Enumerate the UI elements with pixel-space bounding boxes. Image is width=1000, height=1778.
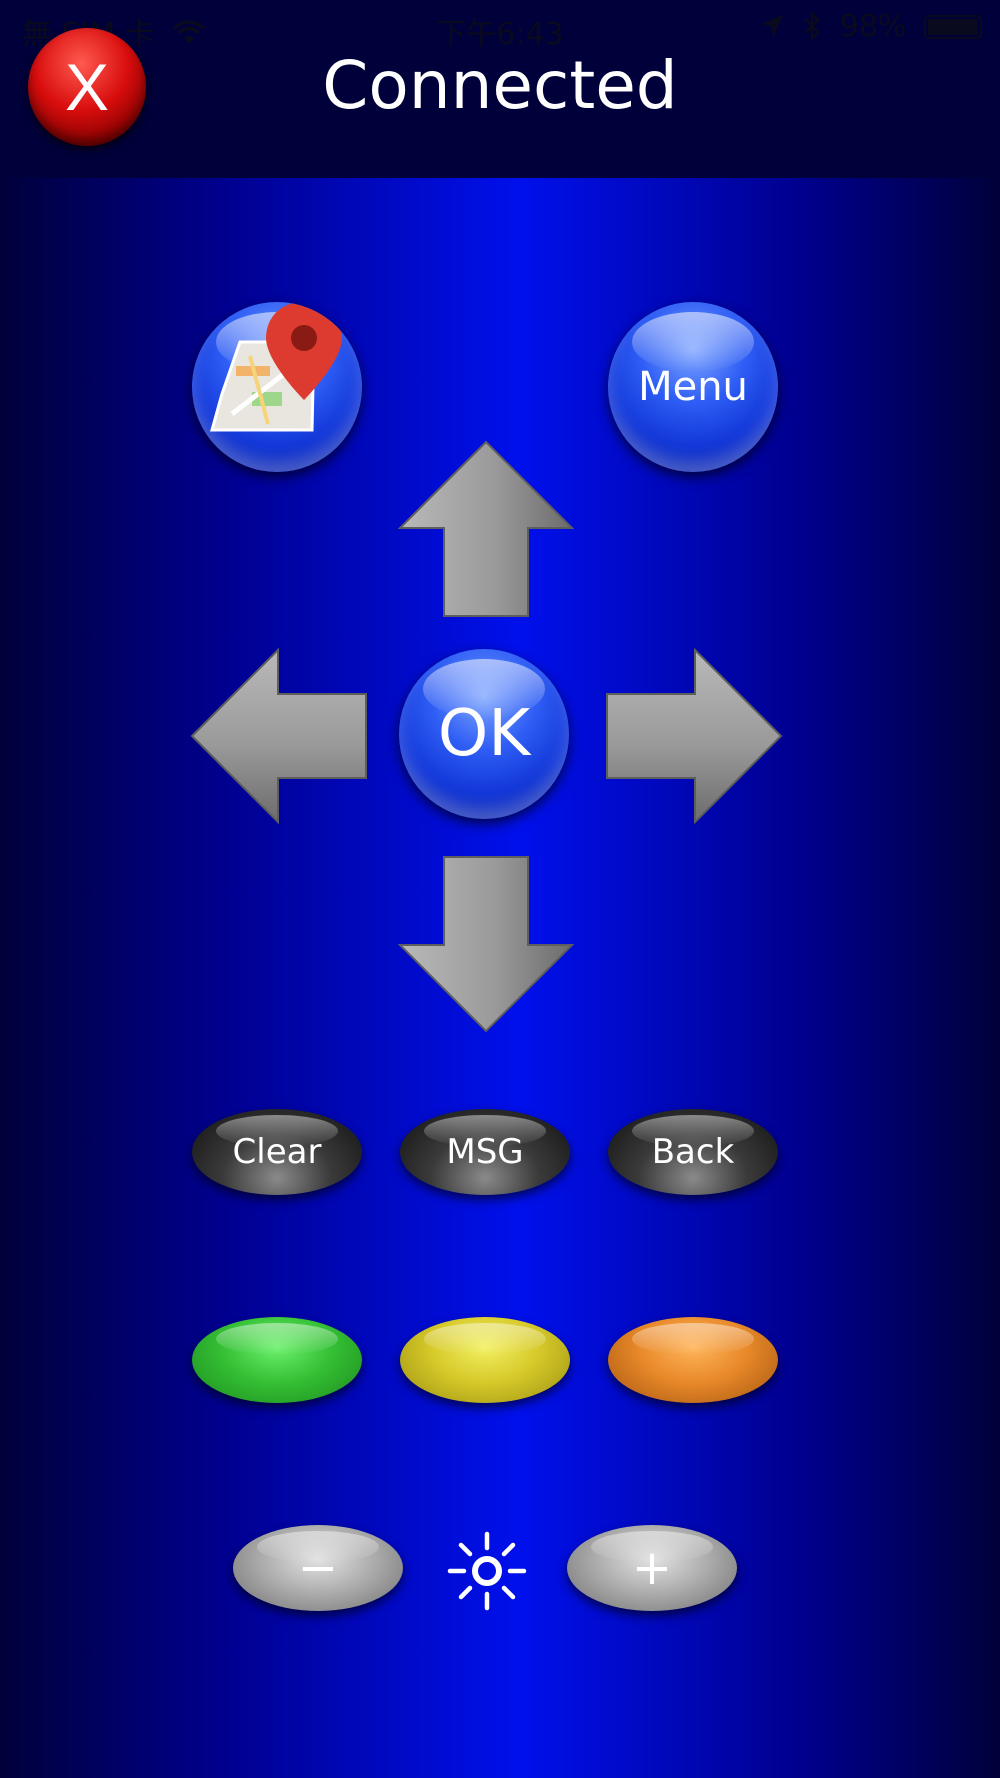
back-button[interactable]: Back <box>608 1109 778 1195</box>
back-button-label: Back <box>651 1132 735 1172</box>
msg-button[interactable]: MSG <box>400 1109 570 1195</box>
status-right: 98% <box>759 9 982 44</box>
minus-button-label: − <box>297 1540 339 1596</box>
brightness-icon <box>447 1531 527 1611</box>
back-button-gloss <box>632 1115 754 1147</box>
bluetooth-icon <box>804 10 820 42</box>
plus-button-gloss <box>591 1531 713 1563</box>
location-arrow-icon <box>760 15 783 37</box>
menu-button[interactable]: Menu <box>608 302 778 472</box>
clear-button-gloss <box>216 1115 338 1147</box>
arrow-right-icon[interactable] <box>605 648 783 824</box>
yellow-button-gloss <box>424 1323 546 1355</box>
battery-percent: 98% <box>839 9 907 44</box>
ok-button[interactable]: OK <box>399 649 569 819</box>
menu-button-label: Menu <box>638 364 748 410</box>
page-title: Connected <box>322 47 678 124</box>
brightness-plus-button[interactable]: + <box>567 1525 737 1611</box>
msg-button-gloss <box>424 1115 546 1147</box>
map-button[interactable] <box>192 302 362 472</box>
msg-button-label: MSG <box>446 1132 524 1172</box>
close-button[interactable]: X <box>28 28 146 146</box>
minus-button-gloss <box>257 1531 379 1563</box>
orange-button-gloss <box>632 1323 754 1355</box>
arrow-down-icon[interactable] <box>398 855 574 1033</box>
brightness-minus-button[interactable]: − <box>233 1525 403 1611</box>
arrow-up-icon[interactable] <box>398 440 574 618</box>
wifi-icon <box>173 20 206 44</box>
top-bar <box>0 0 1000 178</box>
green-button-gloss <box>216 1323 338 1355</box>
menu-button-gloss <box>632 312 754 372</box>
yellow-button[interactable] <box>400 1317 570 1403</box>
plus-button-label: + <box>631 1540 673 1596</box>
status-time: 下午6:43 <box>436 17 564 52</box>
battery-icon <box>924 15 982 39</box>
ok-button-label: OK <box>437 697 531 771</box>
ok-button-gloss <box>423 659 545 719</box>
orange-button[interactable] <box>608 1317 778 1403</box>
clear-button-label: Clear <box>232 1132 322 1172</box>
arrow-left-icon[interactable] <box>190 648 368 824</box>
green-button[interactable] <box>192 1317 362 1403</box>
clear-button[interactable]: Clear <box>192 1109 362 1195</box>
map-pin-icon <box>210 302 342 432</box>
